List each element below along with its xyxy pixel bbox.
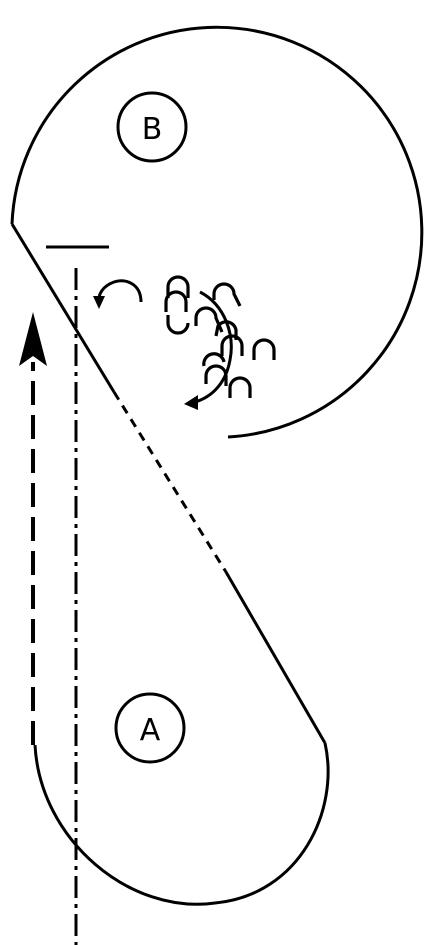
hairpin-loops: [166, 277, 274, 398]
upward-arrowhead-icon: [19, 312, 47, 366]
diagonal-line-lower: [226, 572, 325, 743]
hairpin-loop-9: [206, 366, 226, 386]
diagonal-line-dashed: [114, 392, 226, 572]
label-a-badge: A: [116, 694, 184, 762]
hairpin-loop-10: [230, 378, 250, 398]
label-b-text: B: [142, 112, 163, 147]
hairpin-loop-2: [166, 292, 186, 312]
bottom-lobe-outline: [35, 743, 328, 904]
hairpin-loop-11: [204, 354, 224, 366]
hairpin-loop-3: [168, 315, 188, 333]
small-curl-arrow: [99, 281, 141, 302]
curved-arrowhead-icon: [184, 395, 198, 410]
small-curl-arrowhead-icon: [93, 296, 105, 309]
hairpin-loop-8: [254, 340, 274, 360]
label-b-badge: B: [118, 93, 186, 161]
top-circle-outline: [12, 27, 422, 437]
label-a-text: A: [140, 713, 161, 748]
hairpin-loop-4: [214, 284, 240, 306]
